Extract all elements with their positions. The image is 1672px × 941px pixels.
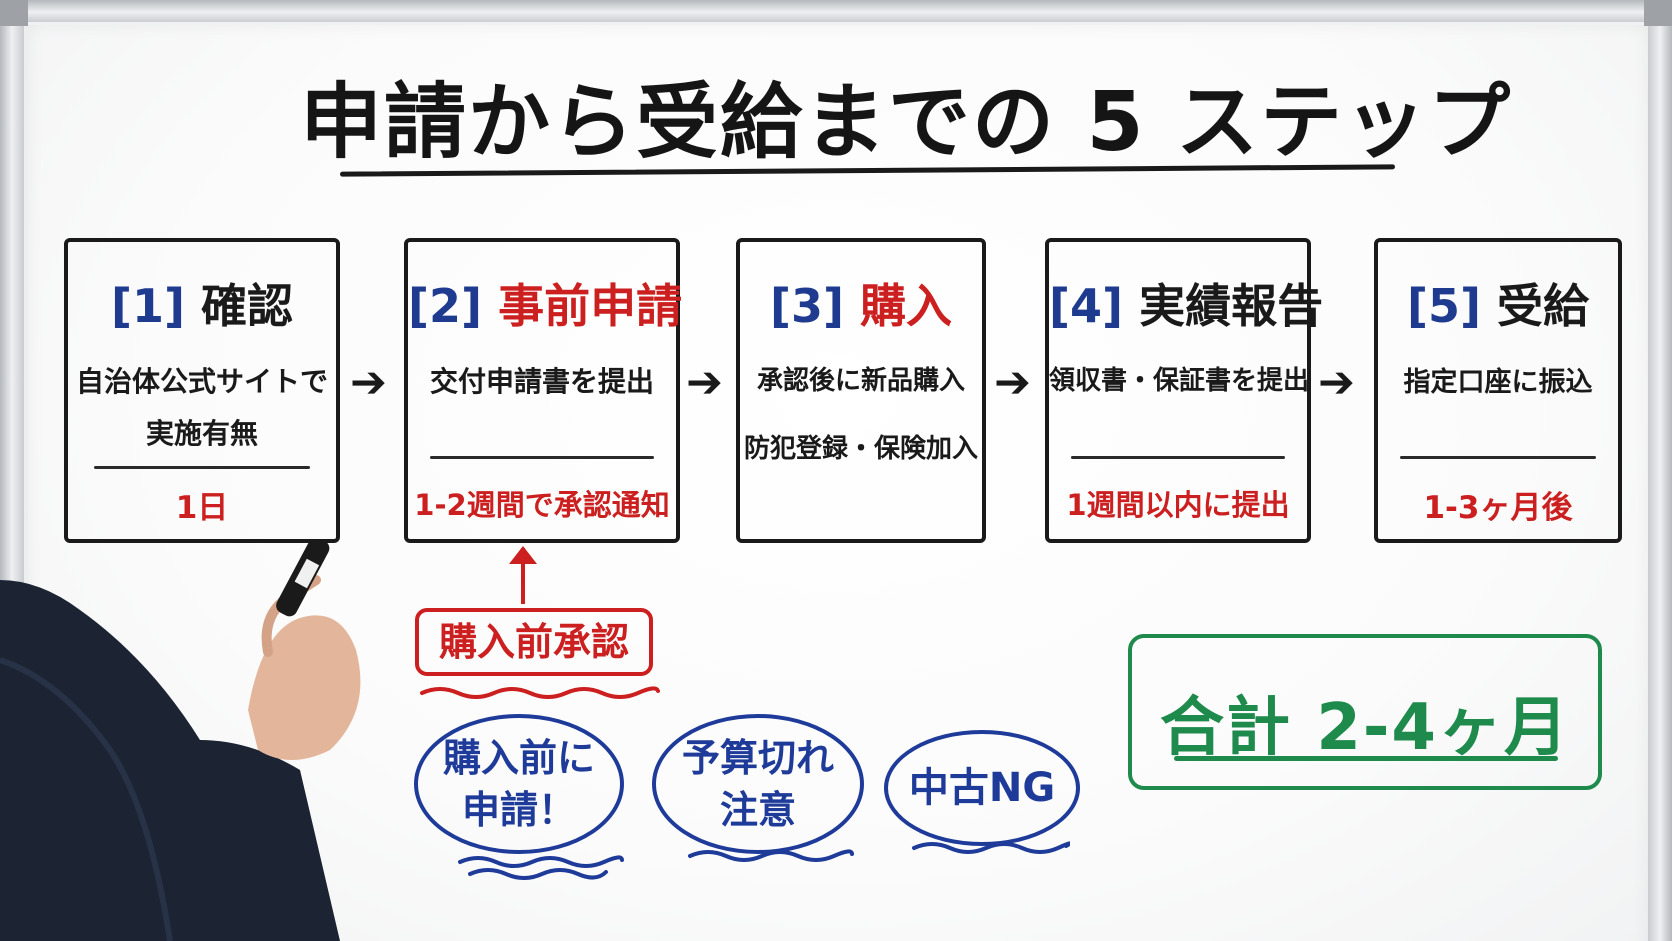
step-1-name: 確認 <box>201 279 294 333</box>
arrow-right-icon: ➔ <box>350 357 387 408</box>
frame-corner <box>0 0 28 26</box>
step-2-desc-line1: 交付申請書を提出 <box>429 365 654 398</box>
step-3-number: [3] <box>769 279 845 333</box>
step-1-box: [1] 確認 自治体公式サイトで 実施有無 1日 <box>64 238 340 543</box>
step-2-name: 事前申請 <box>498 279 683 333</box>
bubble-1-line2: 申請！ <box>461 788 576 832</box>
step-3-box: [3] 購入 承認後に新品購入 防犯登録・保険加入 <box>736 238 986 543</box>
frame-corner <box>1644 0 1672 26</box>
bubble-budget-warning: 予算切れ 注意 <box>652 714 864 854</box>
total-text: 合計 2-4ヶ月 <box>1160 691 1570 765</box>
arrow-right-icon: ➔ <box>994 357 1031 408</box>
step-1-divider <box>94 466 310 469</box>
board-frame-top <box>0 0 1672 22</box>
step-2-number: [2] <box>408 279 483 333</box>
step-5-name: 受給 <box>1497 279 1590 333</box>
bubble-1-line1: 購入前に <box>442 736 595 780</box>
callout-text: 購入前承認 <box>438 620 629 664</box>
board-frame-right <box>1648 0 1672 941</box>
bubble-3-text: 中古NG <box>908 765 1056 811</box>
step-3-heading: [3] 購入 <box>740 270 982 336</box>
step-1-heading: [1] 確認 <box>68 270 336 336</box>
step-4-desc-line1: 領収書・保証書を提出 <box>1049 366 1310 396</box>
red-squiggle-underline <box>420 686 660 699</box>
step-5-desc-line1: 指定口座に振込 <box>1403 367 1593 398</box>
step-3-desc-line1: 承認後に新品購入 <box>756 366 965 396</box>
step-4-heading: [4] 実績報告 <box>1049 270 1323 336</box>
step-5-number: [5] <box>1406 279 1482 333</box>
step-2-duration: 1-2週間で承認通知 <box>414 488 670 522</box>
total-box: 合計 2-4ヶ月 <box>1128 634 1602 790</box>
step-4-number: [4] <box>1049 279 1124 333</box>
step-1-desc-line2: 実施有無 <box>145 417 258 450</box>
blue-squiggle-underline <box>912 841 1070 854</box>
step-5-divider <box>1400 456 1596 459</box>
step-5-heading: [5] 受給 <box>1378 270 1618 336</box>
step-3-desc-line2: 防犯登録・保険加入 <box>743 434 978 464</box>
bubble-apply-before-purchase: 購入前に 申請！ <box>414 714 624 854</box>
bubble-2-line1: 予算切れ <box>681 736 834 780</box>
step-1-duration: 1日 <box>175 490 229 526</box>
step-2-divider <box>430 456 654 459</box>
total-underline <box>1174 756 1558 761</box>
arrow-right-icon: ➔ <box>1318 357 1355 408</box>
step-2-heading: [2] 事前申請 <box>408 270 682 336</box>
blue-squiggle-underline <box>688 849 854 862</box>
step-4-name: 実績報告 <box>1139 279 1324 333</box>
board-title: 申請から受給までの 5 ステップ <box>300 75 1513 170</box>
step-1-desc-line1: 自治体公式サイトで <box>75 365 328 398</box>
bubble-2-line2: 注意 <box>719 788 796 832</box>
bubble-no-used: 中古NG <box>884 730 1080 846</box>
step-5-duration: 1-3ヶ月後 <box>1423 490 1573 526</box>
callout-box: 購入前承認 <box>415 608 653 676</box>
step-3-name: 購入 <box>860 279 953 333</box>
step-1-number: [1] <box>110 279 186 333</box>
step-5-box: [5] 受給 指定口座に振込 1-3ヶ月後 <box>1374 238 1622 543</box>
presenter-arm <box>0 540 361 941</box>
step-4-box: [4] 実績報告 領収書・保証書を提出 1週間以内に提出 <box>1045 238 1323 543</box>
blue-squiggle-underline <box>458 855 624 880</box>
step-2-box: [2] 事前申請 交付申請書を提出 1-2週間で承認通知 <box>404 238 682 543</box>
callout-arrow-shaft <box>521 548 525 604</box>
arrow-right-icon: ➔ <box>686 357 723 408</box>
step-4-divider <box>1071 456 1285 459</box>
step-4-duration: 1週間以内に提出 <box>1066 488 1290 522</box>
